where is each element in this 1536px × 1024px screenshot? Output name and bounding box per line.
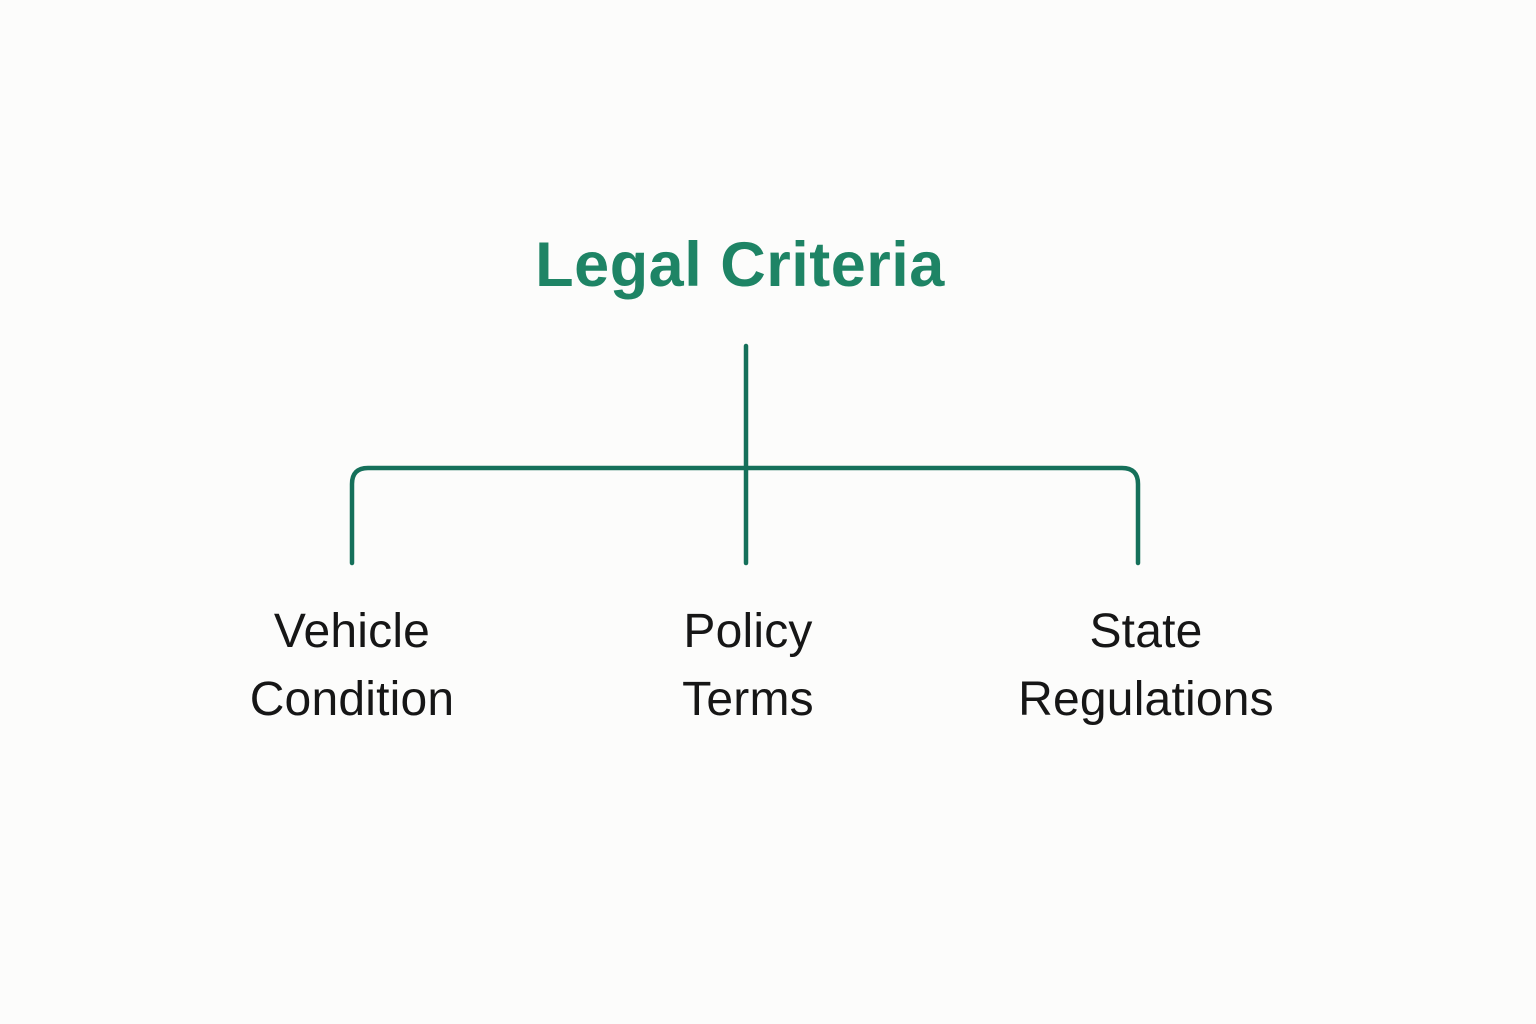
connector-bracket-line xyxy=(349,465,1141,566)
node-vehicle-condition: Vehicle Condition xyxy=(249,605,455,727)
node-policy-terms: Policy Terms xyxy=(682,605,814,727)
diagram-title: Legal Criteria xyxy=(535,230,945,300)
node-state-regulations: State Regulations xyxy=(1018,605,1274,727)
